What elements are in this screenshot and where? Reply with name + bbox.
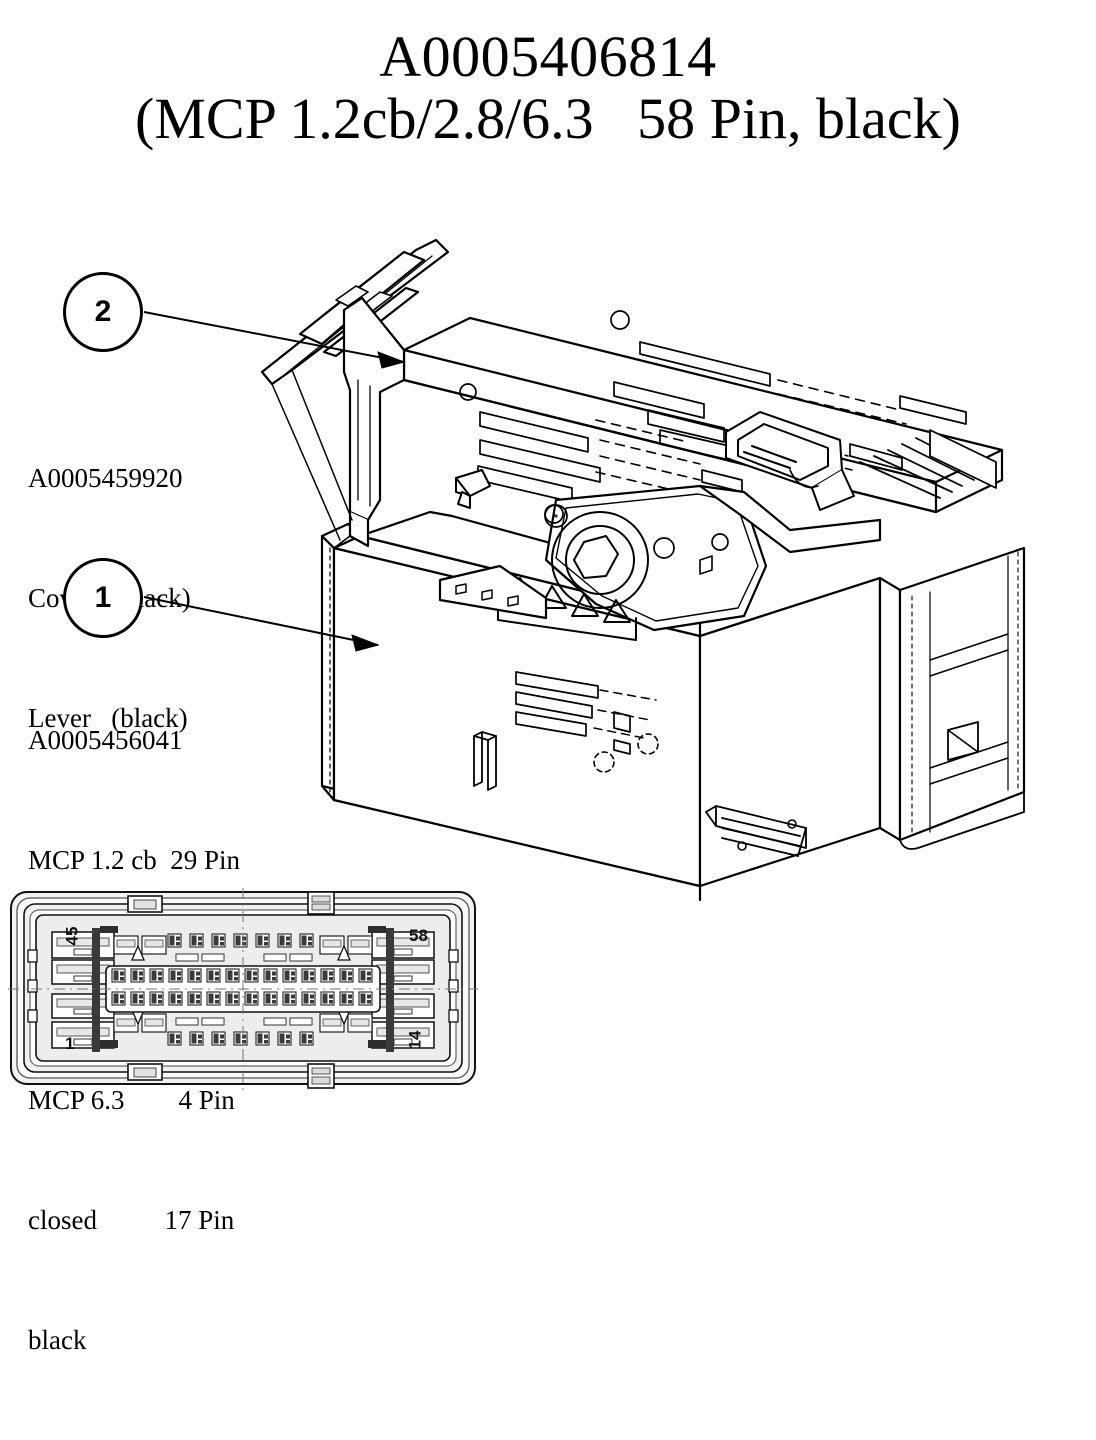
callout-bubble-1[interactable]: 1 xyxy=(63,558,143,638)
pin-label-bottom-right: 14 xyxy=(405,1030,425,1050)
page-title: A0005406814 xyxy=(379,24,717,89)
pin-label-top-left: 45 xyxy=(62,926,82,946)
pin-label-top-right: 58 xyxy=(409,926,428,945)
title-block: A0005406814 (MCP 1.2cb/2.8/6.3 58 Pin, b… xyxy=(0,26,1096,150)
callout-1-line-1: MCP 1.2 cb 29 Pin xyxy=(28,845,241,875)
page-subtitle: (MCP 1.2cb/2.8/6.3 58 Pin, black) xyxy=(135,86,961,151)
callout-bubble-2[interactable]: 2 xyxy=(63,272,143,352)
pin-label-bottom-left: 1 xyxy=(65,1034,75,1053)
callout-1-part-number: A0005456041 xyxy=(28,725,183,755)
callout-2-part-number: A0005459920 xyxy=(28,463,183,493)
callout-1-line-4: closed 17 Pin xyxy=(28,1205,235,1235)
technical-drawing-sheet: A0005406814 (MCP 1.2cb/2.8/6.3 58 Pin, b… xyxy=(0,26,1096,1355)
callout-2-line-2: Lever (black) xyxy=(28,703,188,733)
callout-1-line-5: black xyxy=(28,1325,87,1355)
connector-pinout-icon: 45 1 58 14 xyxy=(8,888,478,1093)
